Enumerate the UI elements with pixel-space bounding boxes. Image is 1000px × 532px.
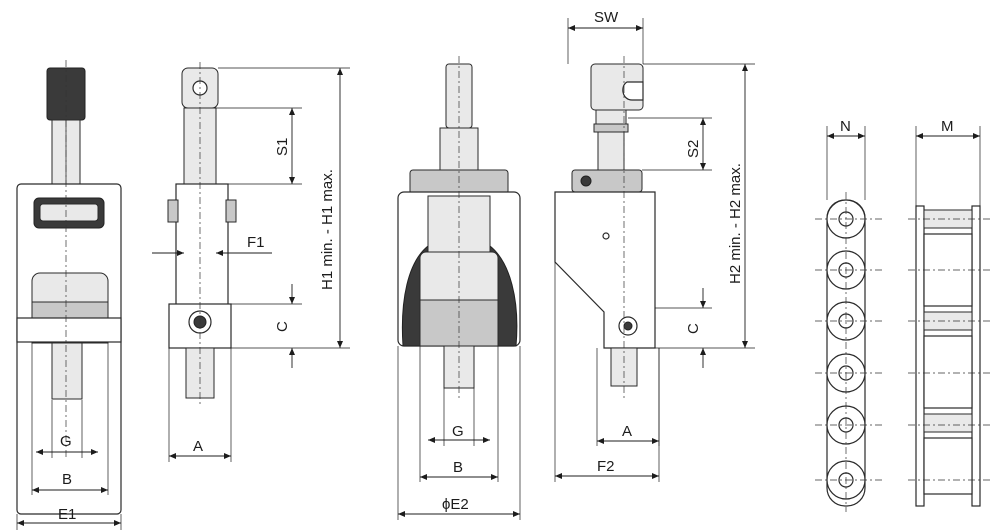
v3-b-label: B (453, 459, 463, 476)
v1-b-label: B (62, 471, 72, 488)
chain-m-label: M (941, 118, 954, 135)
chain-front-view (815, 192, 885, 512)
v1-e1-label: E1 (58, 506, 76, 523)
v2-h1-label: H1 min. - H1 max. (319, 169, 336, 290)
v3-e2-label: ϕE2 (442, 496, 469, 513)
view3-front (397, 56, 521, 400)
v4-h2-label: H2 min. - H2 max. (727, 163, 744, 284)
view3-dimensions: G B ϕE2 (397, 346, 521, 520)
view1-front (16, 60, 122, 515)
chain-side-view (908, 205, 990, 507)
view4-side (554, 56, 656, 398)
v4-f2-label: F2 (597, 458, 615, 475)
v4-a-label: A (622, 423, 632, 440)
v4-s2-label: S2 (685, 140, 702, 158)
chain-m-dimension: M (915, 118, 981, 206)
view1-dimensions: G B E1 (16, 343, 122, 530)
v4-sw-label: SW (594, 9, 619, 26)
v2-c-label: C (274, 321, 291, 332)
v3-g-label: G (452, 423, 464, 440)
chain-n-label: N (840, 118, 851, 135)
v2-a-label: A (193, 438, 203, 455)
v2-f1-label: F1 (247, 234, 265, 251)
view4-dimensions: SW S2 C H2 min. - H2 max. A F2 (554, 9, 755, 482)
v2-s1-label: S1 (274, 138, 291, 156)
v4-c-label: C (685, 323, 702, 334)
view2-dimensions: S1 C H1 min. - H1 max. F1 A (152, 67, 350, 462)
v1-g-label: G (60, 433, 72, 450)
chain-n-dimension: N (826, 118, 866, 200)
view2-side (167, 62, 237, 405)
